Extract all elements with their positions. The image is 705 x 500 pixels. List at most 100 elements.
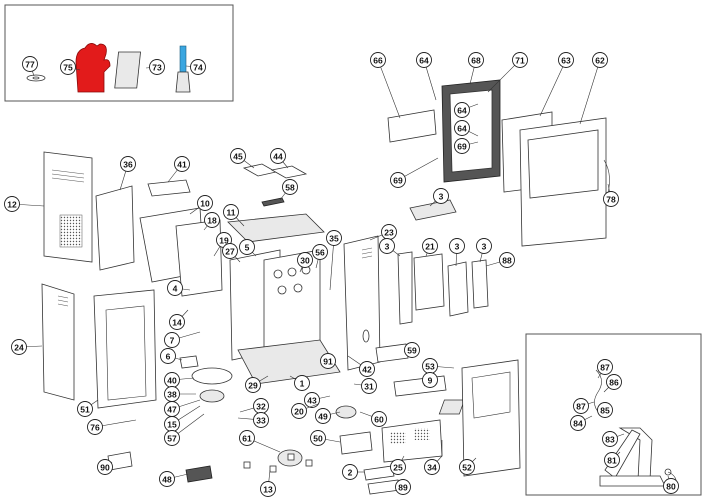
label-bubble-89[interactable] [395, 479, 411, 495]
label-bubble-11[interactable] [223, 204, 239, 220]
part-number-20: 20 [294, 407, 304, 417]
label-bubble-20[interactable] [291, 403, 307, 419]
label-bubble-35[interactable] [326, 230, 342, 246]
label-bubble-51[interactable] [77, 401, 93, 417]
label-bubble-56[interactable] [312, 244, 328, 260]
label-bubble-73[interactable] [149, 59, 165, 75]
part-number-32: 32 [256, 402, 266, 412]
label-bubble-2[interactable] [342, 464, 358, 480]
label-bubble-7[interactable] [164, 332, 180, 348]
part-number-3b: 3 [385, 242, 390, 252]
part-50-housing [339, 431, 373, 455]
label-bubble-69b[interactable] [390, 172, 406, 188]
part-88-strip [471, 259, 489, 309]
label-bubble-3b[interactable] [379, 238, 395, 254]
label-bubble-57[interactable] [164, 430, 180, 446]
part-number-38: 38 [167, 390, 177, 400]
label-bubble-87b[interactable] [573, 398, 589, 414]
label-bubble-69a[interactable] [454, 138, 470, 154]
label-bubble-91[interactable] [320, 353, 336, 369]
part-12-rear-panel [43, 151, 93, 263]
label-bubble-48[interactable] [159, 471, 175, 487]
label-bubble-80[interactable] [663, 478, 679, 494]
part-number-64a: 64 [419, 56, 429, 66]
detail-frame [525, 333, 702, 496]
part-number-44: 44 [273, 152, 283, 162]
label-bubble-33[interactable] [253, 412, 269, 428]
label-bubble-58[interactable] [282, 179, 298, 195]
label-bubble-36[interactable] [120, 156, 136, 172]
label-bubble-43[interactable] [304, 392, 320, 408]
label-bubble-42[interactable] [359, 361, 375, 377]
label-bubble-49[interactable] [315, 408, 331, 424]
label-bubble-63[interactable] [558, 52, 574, 68]
part-number-10: 10 [200, 199, 210, 209]
part-number-15: 15 [167, 420, 177, 430]
part-73-booklet [114, 51, 141, 89]
label-bubble-88[interactable] [499, 252, 515, 268]
label-bubble-64a[interactable] [416, 52, 432, 68]
label-bubble-45[interactable] [230, 148, 246, 164]
label-bubble-5[interactable] [239, 239, 255, 255]
label-bubble-29[interactable] [245, 377, 261, 393]
part-number-12: 12 [7, 200, 17, 210]
leader-line-62 [579, 59, 601, 125]
label-bubble-59[interactable] [404, 342, 420, 358]
label-bubble-27[interactable] [222, 243, 238, 259]
label-bubble-14[interactable] [169, 314, 185, 330]
label-bubble-30[interactable] [297, 252, 313, 268]
label-bubble-64c[interactable] [454, 120, 470, 136]
label-bubble-10[interactable] [197, 195, 213, 211]
part-number-56: 56 [315, 248, 325, 258]
label-bubble-71[interactable] [512, 52, 528, 68]
label-bubble-31[interactable] [361, 378, 377, 394]
label-bubble-1[interactable] [294, 375, 310, 391]
part-number-4: 4 [173, 284, 178, 294]
label-bubble-12[interactable] [4, 196, 20, 212]
label-bubble-86[interactable] [606, 374, 622, 390]
label-bubble-90[interactable] [97, 459, 113, 475]
label-bubble-18[interactable] [204, 212, 220, 228]
label-bubble-13[interactable] [260, 481, 276, 497]
part-number-5: 5 [245, 243, 250, 253]
part-66-plate [387, 109, 437, 143]
label-bubble-75[interactable] [60, 59, 76, 75]
part-58-gasket [261, 197, 285, 207]
part-24-side-panel [41, 283, 75, 401]
label-bubble-3d[interactable] [476, 238, 492, 254]
label-bubble-50[interactable] [310, 430, 326, 446]
label-bubble-3a[interactable] [433, 188, 449, 204]
label-bubble-87[interactable] [597, 359, 613, 375]
label-bubble-41[interactable] [174, 156, 190, 172]
label-bubble-9[interactable] [422, 372, 438, 388]
label-bubble-62[interactable] [592, 52, 608, 68]
label-bubble-68[interactable] [468, 52, 484, 68]
label-bubble-64b[interactable] [454, 102, 470, 118]
label-bubble-4[interactable] [167, 280, 183, 296]
label-bubble-77[interactable] [22, 56, 38, 72]
label-bubble-74[interactable] [190, 59, 206, 75]
label-bubble-6[interactable] [160, 348, 176, 364]
label-bubble-76[interactable] [87, 419, 103, 435]
part-49-fan [335, 405, 357, 419]
label-bubble-52[interactable] [459, 459, 475, 475]
label-bubble-78[interactable] [603, 191, 619, 207]
label-bubble-34[interactable] [424, 459, 440, 475]
label-bubble-85[interactable] [597, 402, 613, 418]
label-bubble-60[interactable] [371, 411, 387, 427]
part-number-13: 13 [263, 485, 273, 495]
label-bubble-24[interactable] [11, 339, 27, 355]
label-bubble-83[interactable] [602, 431, 618, 447]
label-bubble-66[interactable] [370, 52, 386, 68]
label-bubble-81[interactable] [604, 452, 620, 468]
label-bubble-84[interactable] [570, 415, 586, 431]
label-bubble-44[interactable] [270, 148, 286, 164]
label-bubble-3c[interactable] [449, 238, 465, 254]
label-bubble-21[interactable] [422, 238, 438, 254]
part-number-60: 60 [374, 415, 384, 425]
part-number-23: 23 [384, 228, 394, 238]
label-bubble-25[interactable] [390, 459, 406, 475]
label-bubble-61[interactable] [239, 430, 255, 446]
